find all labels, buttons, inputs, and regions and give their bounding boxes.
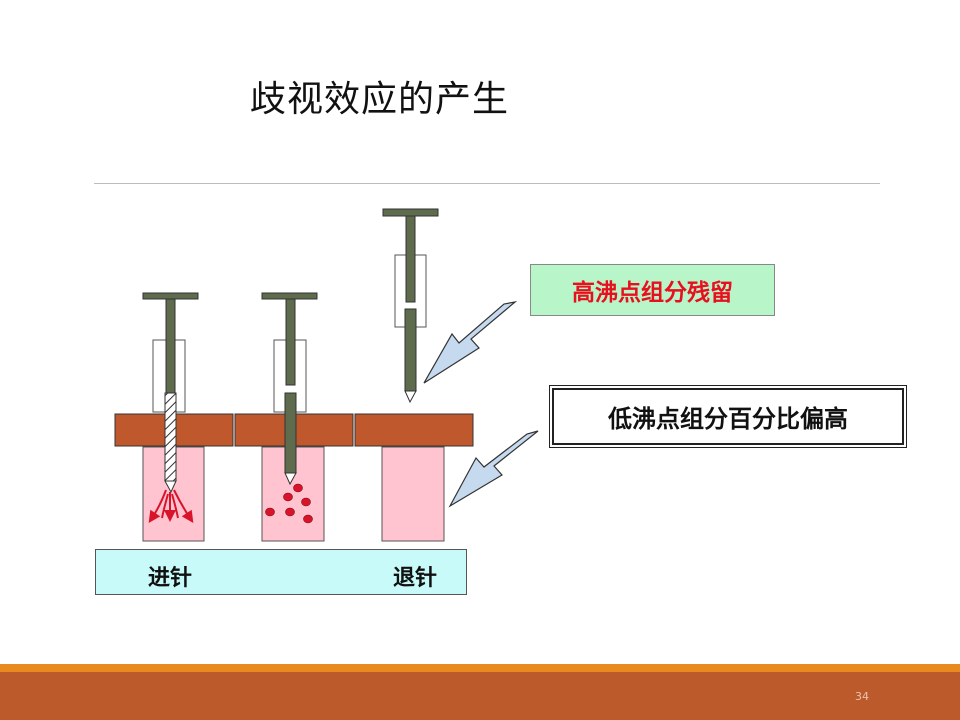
low-boiling-label: 低沸点组分百分比偏高	[552, 388, 904, 445]
high-boiling-label: 高沸点组分残留	[530, 264, 775, 316]
footer-accent-bar	[0, 664, 960, 672]
droplets	[265, 483, 313, 524]
syringe-left	[142, 292, 199, 494]
syringe-middle	[261, 292, 318, 486]
syringe-right	[382, 208, 439, 404]
title-divider	[94, 183, 880, 184]
slide-title: 歧视效应的产生	[250, 79, 510, 120]
septum-right	[354, 413, 474, 447]
callout-arrow-icon	[448, 430, 539, 508]
page-number: 34	[855, 690, 869, 703]
callout-arrow-icon	[423, 301, 518, 384]
inject-label: 进针	[148, 566, 193, 591]
vial-right	[381, 446, 445, 542]
withdraw-label: 退针	[393, 566, 438, 591]
base-platform: 进针 退针	[95, 549, 467, 595]
footer-bar	[0, 672, 960, 720]
vapor-arrows-icon	[148, 489, 194, 523]
